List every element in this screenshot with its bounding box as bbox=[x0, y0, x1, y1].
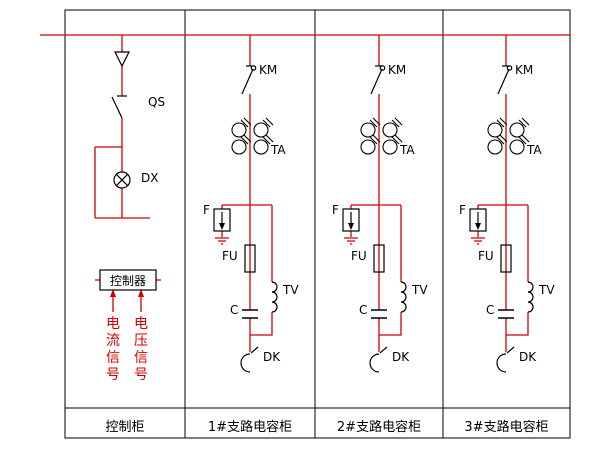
ta-label: TA bbox=[271, 143, 286, 157]
panel-name-branch2: 2#支路电容柜 bbox=[336, 419, 422, 435]
km-label: KM bbox=[259, 63, 278, 77]
controller-label: 控制器 bbox=[109, 273, 146, 288]
tv-label: TV bbox=[539, 283, 555, 297]
branch-circuit-2 bbox=[343, 35, 406, 372]
signal-arrow-icons bbox=[110, 289, 144, 297]
cabinet-outline bbox=[64, 9, 571, 439]
c-label: C bbox=[359, 303, 368, 317]
km-label: KM bbox=[388, 63, 407, 77]
dk-label: DK bbox=[519, 350, 537, 364]
ta-label: TA bbox=[527, 143, 542, 157]
current-signal-label: 电流信号 bbox=[106, 316, 120, 383]
panel-name-branch1: 1#支路电容柜 bbox=[207, 419, 293, 435]
qs-disconnector-icon bbox=[111, 95, 127, 119]
c-label: C bbox=[230, 303, 239, 317]
dk-label: DK bbox=[392, 350, 410, 364]
fu-label: FU bbox=[351, 249, 367, 263]
c-label: C bbox=[486, 303, 495, 317]
dx-indicator-lamp-icon bbox=[113, 171, 131, 189]
panel-name-control: 控制柜 bbox=[105, 419, 145, 435]
km-label: KM bbox=[515, 63, 534, 77]
controller-box bbox=[99, 269, 157, 291]
qs-label: QS bbox=[148, 95, 166, 109]
f-label: F bbox=[203, 203, 210, 217]
f-label: F bbox=[459, 203, 466, 217]
dx-label: DX bbox=[141, 171, 159, 185]
ta-label: TA bbox=[400, 143, 415, 157]
tv-label: TV bbox=[412, 283, 428, 297]
bus-and-control-wiring bbox=[40, 34, 570, 312]
branch-circuit-3 bbox=[470, 35, 533, 372]
fu-label: FU bbox=[478, 249, 494, 263]
branch-circuit-1 bbox=[214, 35, 277, 372]
incoming-line-arrow-icon bbox=[114, 51, 130, 68]
fu-label: FU bbox=[222, 249, 238, 263]
f-label: F bbox=[332, 203, 339, 217]
panel-name-branch3: 3#支路电容柜 bbox=[464, 419, 549, 435]
tv-label: TV bbox=[283, 283, 299, 297]
voltage-signal-label: 电压信号 bbox=[134, 316, 148, 383]
dk-label: DK bbox=[263, 350, 281, 364]
